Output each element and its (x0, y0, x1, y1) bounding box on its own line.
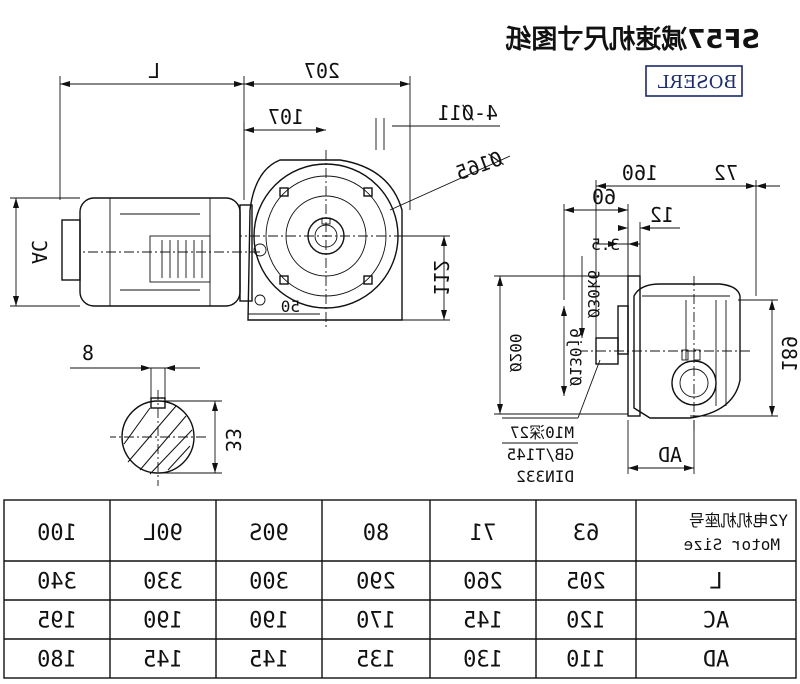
table-column-header: 71 (470, 521, 497, 546)
dim-3-5-label: 3.5 (591, 235, 620, 254)
table-header-label: Y2电机机座号 (689, 511, 788, 530)
dim-holes: 4-Ø11 (375, 101, 500, 150)
dim-3-5: 3.5 (591, 235, 640, 254)
dim-112-label: 112 (429, 260, 453, 296)
dim-130-label: Ø130j6 (566, 328, 585, 386)
table-cell: 145 (249, 648, 289, 673)
dim-AD-label: AD (658, 443, 682, 467)
table-column-header: 63 (573, 521, 600, 546)
table-column-header: 90S (249, 521, 289, 546)
table-cell: 190 (249, 609, 289, 634)
dim-207: 207 (244, 59, 411, 210)
table-row-label: AC (703, 609, 730, 634)
gearbox-side-view (580, 275, 750, 430)
dim-30-label: Ø30k6 (584, 270, 603, 318)
table-header-sub: Motor Size (684, 535, 780, 554)
shaft-section: 8 33 (70, 341, 245, 486)
table-cell: 190 (143, 609, 183, 634)
gb-standard: GB/T145 (507, 445, 574, 464)
table-cell: 145 (463, 609, 503, 634)
dim-AD: AD (627, 420, 695, 474)
dim-200: Ø200 (494, 275, 628, 415)
dim-130: Ø130j6 (561, 306, 585, 396)
drawing-title: SF57减速机尺寸图纸 (505, 24, 760, 55)
dim-L-label: L (148, 59, 160, 83)
dim-107: 107 (243, 105, 326, 160)
dim-160: 160 (595, 161, 756, 340)
dim-60-label: 60 (592, 185, 616, 209)
dim-12-label: 12 (650, 203, 674, 227)
table-row-label: L (709, 570, 722, 595)
table-cell: 205 (566, 570, 606, 595)
dim-165-label: Ø165 (452, 146, 505, 185)
brand-logo: BOSERL (658, 72, 737, 93)
dim-50-label: 50 (281, 297, 300, 316)
gearbox-front-view (240, 150, 404, 330)
table-cell: 180 (37, 648, 77, 673)
dim-107-label: 107 (268, 105, 304, 129)
din-standard: DIN332 (516, 467, 574, 486)
thread-callout: M10深27 GB/T145 DIN332 (502, 359, 601, 486)
dim-12: 12 (618, 203, 680, 280)
dim-112: 112 (400, 235, 453, 321)
table-cell: 195 (37, 609, 77, 634)
dim-207-label: 207 (304, 59, 340, 83)
dim-8-label: 8 (82, 341, 94, 365)
dim-189: 189 (690, 299, 800, 417)
dim-holes-label: 4-Ø11 (438, 101, 498, 125)
dim-72-label: 72 (714, 161, 738, 185)
dim-L: L (59, 59, 245, 200)
table-column-header: 100 (37, 521, 77, 546)
dim-200-label: Ø200 (506, 333, 525, 372)
table-cell: 110 (566, 648, 606, 673)
table-column-header: 80 (363, 521, 390, 546)
table-cell: 135 (356, 648, 396, 673)
dim-33-label: 33 (221, 428, 245, 452)
dim-72: 72 (714, 161, 780, 296)
dim-160-label: 160 (622, 161, 658, 185)
mirrored-drawing: SF57减速机尺寸图纸 BOSERL (3, 24, 800, 679)
dim-189-label: 189 (777, 336, 800, 372)
table-cell: 130 (463, 648, 503, 673)
logo-frame (645, 65, 743, 97)
dim-AC: AC (10, 197, 80, 307)
dim-30: Ø30k6 (579, 256, 603, 338)
table-cell: 300 (249, 570, 289, 595)
table-cell: 340 (37, 570, 77, 595)
dim-165: Ø165 (389, 146, 511, 211)
table-column-header: 90L (143, 521, 183, 546)
table-cell: 145 (143, 648, 183, 673)
dim-AC-label: AC (27, 240, 51, 264)
table-cell: 290 (356, 570, 396, 595)
table-column-headers: 63 71 80 90S 90L 100 (37, 521, 599, 546)
table-cell: 120 (566, 609, 606, 634)
table-cell: 260 (463, 570, 503, 595)
table-cell: 330 (143, 570, 183, 595)
bolt-spec: M10深27 (510, 423, 574, 442)
table-row-label: AD (703, 648, 730, 673)
table-cell: 170 (356, 609, 396, 634)
motor-size-table: Y2电机机座号 Motor Size 63 71 80 90S 90L 100 L 205 2… (3, 499, 797, 679)
